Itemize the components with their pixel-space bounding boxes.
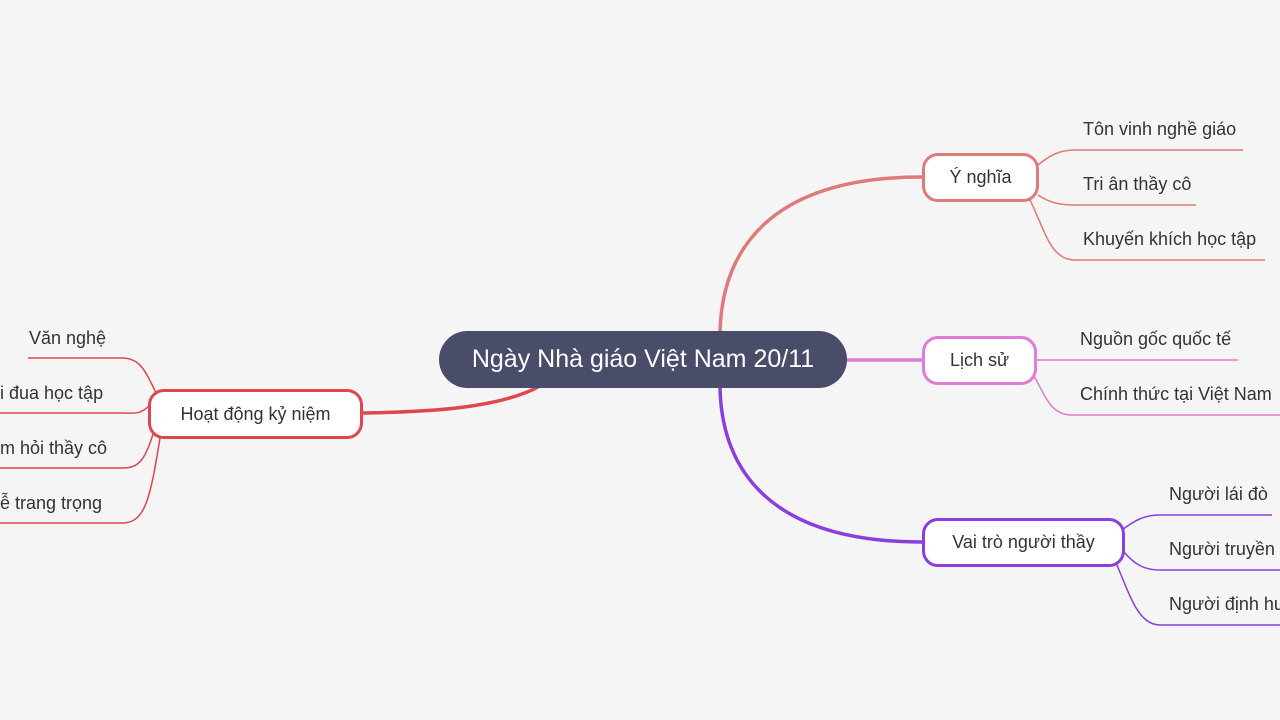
connector-root-hoat-dong bbox=[361, 384, 541, 415]
subtopic-nguoi-dinh-huong[interactable]: Người định hư bbox=[1169, 594, 1280, 614]
connector-hoat-dong-2 bbox=[0, 404, 151, 414]
subtopic-tham-hoi-thay-co[interactable]: m hỏi thầy cô bbox=[0, 438, 108, 458]
connector-vai-tro-1 bbox=[1121, 514, 1272, 531]
connector-root-vai-tro bbox=[718, 387, 923, 544]
connector-y-nghia-3 bbox=[1029, 199, 1265, 261]
connector-hoat-dong-4 bbox=[0, 437, 161, 524]
subtopic-van-nghe[interactable]: Văn nghệ bbox=[29, 328, 107, 348]
subtopic-tri-an-thay-co[interactable]: Tri ân thầy cô bbox=[1083, 174, 1192, 194]
topic-vai-tro-nguoi-thay[interactable]: Vai trò người thầy bbox=[922, 518, 1125, 567]
subtopic-chinh-thuc-tai-viet-nam[interactable]: Chính thức tại Việt Nam bbox=[1080, 384, 1272, 404]
subtopic-nguoi-truyen[interactable]: Người truyền bbox=[1169, 539, 1275, 559]
connector-lich-su-2 bbox=[1031, 371, 1280, 416]
connector-vai-tro-3 bbox=[1115, 562, 1280, 626]
subtopic-thi-dua-hoc-tap[interactable]: i đua học tập bbox=[0, 383, 104, 403]
subtopic-le-trang-trong[interactable]: ễ trang trọng bbox=[0, 493, 103, 513]
connector-root-y-nghia bbox=[718, 175, 923, 333]
connector-hoat-dong-3 bbox=[0, 427, 156, 469]
subtopic-nguoi-lai-do[interactable]: Người lái đò bbox=[1169, 484, 1268, 504]
subtopic-khuyen-khich-hoc-tap[interactable]: Khuyến khích học tập bbox=[1083, 229, 1257, 249]
subtopic-ton-vinh-nghe-giao[interactable]: Tôn vinh nghề giáo bbox=[1083, 119, 1237, 139]
topic-hoat-dong-ky-niem[interactable]: Hoạt động kỷ niệm bbox=[148, 389, 363, 439]
topic-lich-su[interactable]: Lịch sử bbox=[922, 336, 1037, 385]
connector-y-nghia-1 bbox=[1037, 149, 1243, 166]
topic-y-nghia[interactable]: Ý nghĩa bbox=[922, 153, 1039, 202]
root-topic[interactable]: Ngày Nhà giáo Việt Nam 20/11 bbox=[439, 331, 847, 388]
connector-vai-tro-2 bbox=[1123, 551, 1280, 571]
subtopic-nguon-goc-quoc-te[interactable]: Nguồn gốc quốc tế bbox=[1080, 329, 1232, 349]
connector-y-nghia-2 bbox=[1037, 194, 1196, 206]
connector-hoat-dong-1 bbox=[28, 357, 158, 396]
